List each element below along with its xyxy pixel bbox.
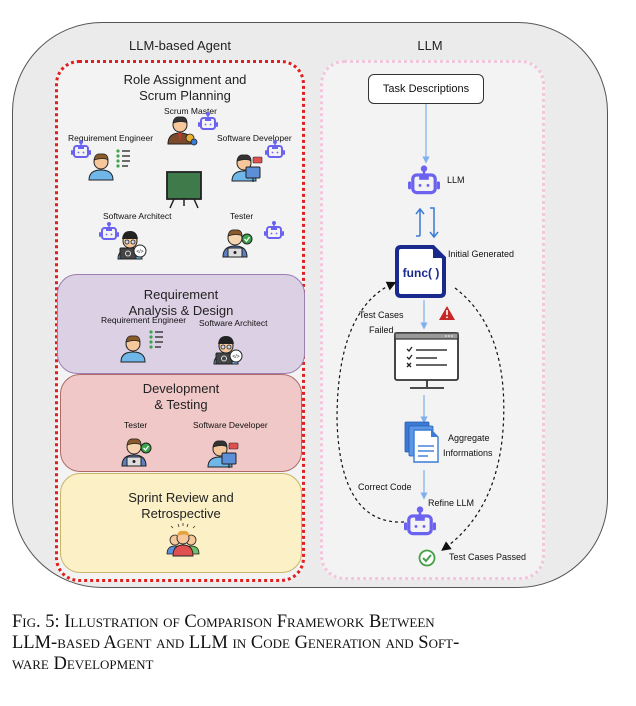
bidirectional-arrow-icon [415, 207, 439, 239]
stage-title-line1: Sprint Review and [128, 490, 234, 505]
caption-line: ware Development [12, 654, 154, 674]
stage-title-line2: Analysis & Design [128, 303, 234, 318]
role-software-developer: Software Developer [217, 133, 292, 143]
warning-icon [439, 306, 455, 320]
stage-title-line2: Scrum Planning [139, 88, 231, 103]
whiteboard-icon [166, 171, 202, 209]
test-passed-arrow [441, 287, 505, 551]
stage-role-assignment-title: Role Assignment and Scrum Planning [90, 72, 280, 104]
stage-title-line1: Development [142, 381, 220, 396]
stage-requirement-analysis: Requirement Analysis & Design [57, 274, 305, 374]
role-software-developer: Software Developer [193, 420, 268, 430]
llm-panel [320, 60, 545, 580]
aggregate-label-line2: Informations [443, 448, 493, 458]
caption-line: LLM-based Agent and LLM in Code Generati… [12, 633, 460, 653]
llm-robot-icon [406, 163, 442, 195]
stage-development-testing: Development & Testing [60, 374, 302, 472]
test-cases-passed-label: Test Cases Passed [449, 552, 527, 562]
func-code-icon [395, 245, 446, 298]
aggregate-label-line1: Aggregate [448, 433, 490, 443]
stage-title-line1: Role Assignment and [123, 72, 247, 87]
llm-panel-title: LLM [417, 38, 443, 53]
task-descriptions-box: Task Descriptions [368, 74, 484, 104]
role-software-architect: Software Architect [199, 318, 268, 328]
refine-llm-label: Refine LLM [428, 498, 475, 508]
figure-caption: Fig. 5: Illustration of Comparison Frame… [12, 612, 624, 675]
initial-generated-label: Initial Generated [448, 249, 515, 259]
test-cases-failed-label-line1: Test Cases [359, 310, 404, 320]
agent-panel-title: LLM-based Agent [129, 38, 231, 53]
caption-line: Fig. 5: Illustration of Comparison Frame… [12, 612, 435, 632]
role-requirement-engineer: Requirement Engineer [101, 315, 187, 325]
correct-code-label: Correct Code [358, 482, 412, 492]
role-tester: Tester [124, 420, 148, 430]
correct-code-loop-arrow [336, 281, 405, 523]
aggregate-documents-icon [404, 421, 439, 463]
stage-title-line2: Retrospective [141, 506, 221, 521]
stage-title-line1: Requirement [143, 287, 219, 302]
role-requirement-engineer: Requirement Engineer [68, 133, 154, 143]
test-cases-failed-label-line2: Failed [369, 325, 394, 335]
test-results-monitor-icon [394, 332, 459, 389]
role-software-architect: Software Architect [103, 211, 172, 221]
func-label: func( ) [403, 266, 440, 280]
test-passed-check-icon [418, 549, 436, 567]
stage-title-line2: & Testing [154, 397, 208, 412]
llm-label: LLM [447, 175, 465, 185]
refine-llm-robot-icon [402, 504, 438, 536]
role-scrum-master: Scrum Master [164, 106, 217, 116]
role-tester: Tester [230, 211, 254, 221]
